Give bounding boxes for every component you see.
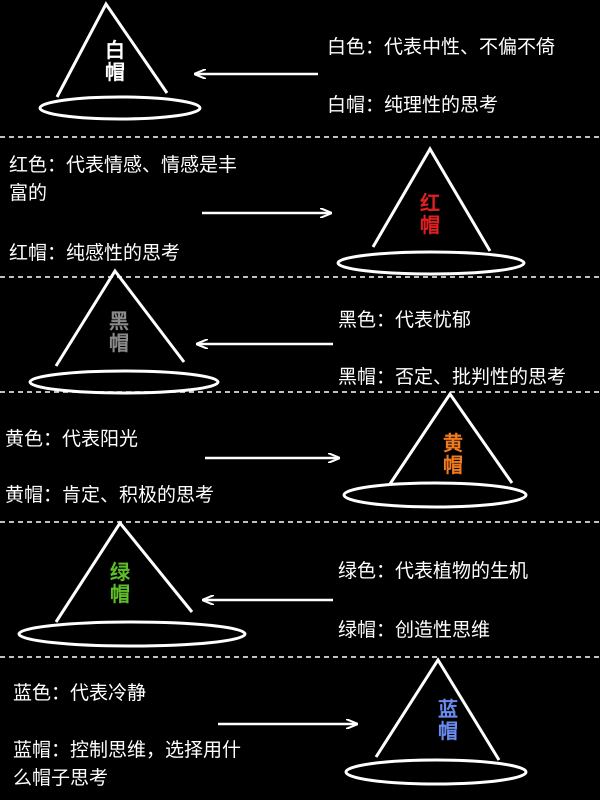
white-hat-icon bbox=[38, 1, 202, 121]
white-hat-meaning: 白帽：纯理性的思考 bbox=[327, 94, 499, 116]
blue-color-meaning: 蓝色：代表冷静 bbox=[13, 682, 147, 704]
blue-hat-meaning: 蓝帽：控制思维，选择用什么帽子思考 bbox=[13, 739, 242, 789]
red-hat-icon bbox=[336, 146, 526, 276]
white-color-meaning: 白色：代表中性、不偏不倚 bbox=[327, 36, 556, 58]
yellow-hat-meaning: 黄帽：肯定、积极的思考 bbox=[5, 484, 215, 506]
green-color-meaning: 绿色：代表植物的生机 bbox=[338, 560, 529, 582]
green-hat-icon bbox=[17, 520, 247, 648]
black-hat-meaning: 黑帽：否定、批判性的思考 bbox=[338, 366, 567, 388]
green-hat-meaning: 绿帽：创造性思维 bbox=[338, 619, 491, 641]
yellow-hat-icon bbox=[342, 391, 528, 509]
blue-hat-icon bbox=[344, 657, 528, 786]
red-hat-meaning: 红帽：纯感性的思考 bbox=[9, 242, 181, 264]
black-hat-label: 黑帽 bbox=[109, 309, 129, 355]
white-hat-label: 白帽 bbox=[105, 38, 125, 84]
red-color-meaning: 红色：代表情感、情感是丰富的 bbox=[9, 154, 238, 204]
black-hat-icon bbox=[28, 268, 220, 395]
red-hat-label: 红帽 bbox=[420, 191, 440, 237]
yellow-color-meaning: 黄色：代表阳光 bbox=[5, 428, 139, 450]
yellow-hat-label: 黄帽 bbox=[443, 431, 463, 477]
black-color-meaning: 黑色：代表忧郁 bbox=[338, 309, 472, 331]
blue-hat-label: 蓝帽 bbox=[438, 697, 458, 743]
green-hat-label: 绿帽 bbox=[110, 560, 130, 606]
